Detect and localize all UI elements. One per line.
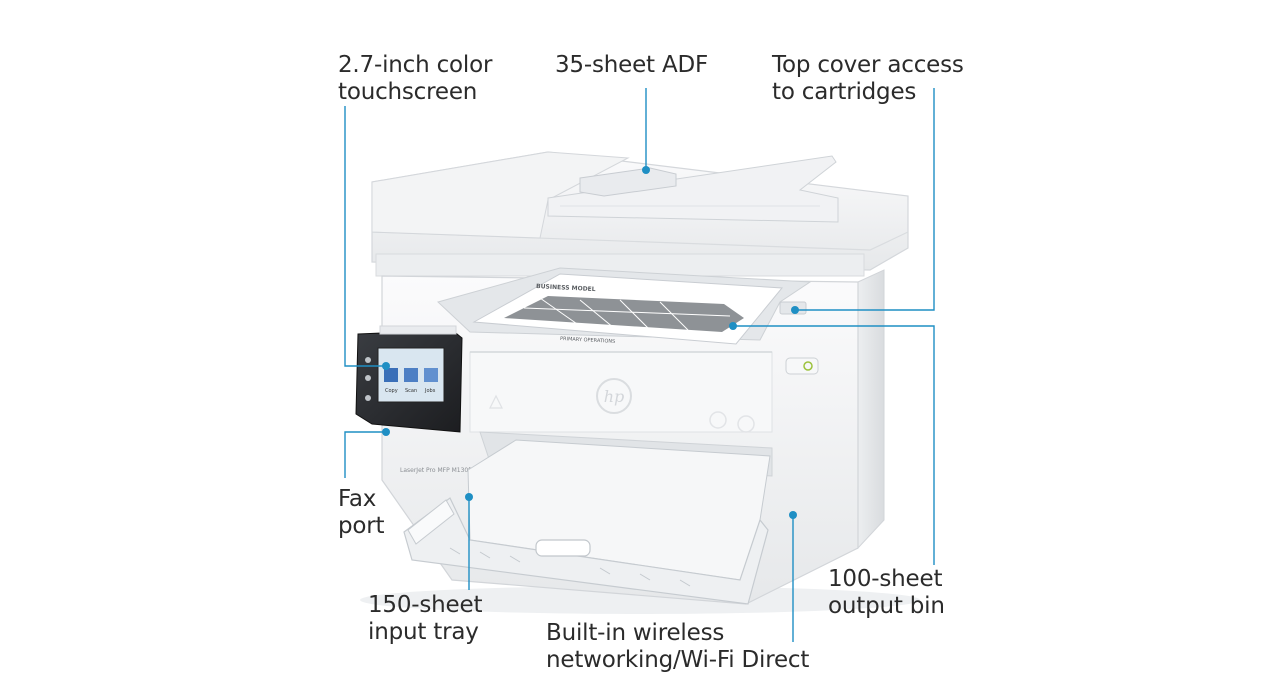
callout-top-cover-line2: to cartridges <box>772 79 917 105</box>
doc-title: BUSINESS MODEL <box>536 283 596 293</box>
touchscreen-label-scan: Scan <box>405 388 417 394</box>
power-icon <box>803 361 813 371</box>
printer-shadow <box>360 586 920 614</box>
dot-top-cover <box>791 306 799 314</box>
dot-input-tray <box>465 493 473 501</box>
hp-logo <box>596 378 632 414</box>
help-icon[interactable] <box>365 395 371 401</box>
callout-touchscreen: 2.7-inch color touchscreen <box>338 52 492 106</box>
callout-input-tray: 150-sheet input tray <box>368 592 482 646</box>
touchscreen-label-copy: Copy <box>385 388 398 394</box>
callout-fax-line1: Fax <box>338 486 377 512</box>
callout-top-cover: Top cover access to cartridges <box>772 52 964 106</box>
callout-fax-line2: port <box>338 513 385 539</box>
touchscreen-tile-1[interactable] <box>384 368 398 382</box>
panel-support-arm <box>379 325 457 335</box>
tray-side-guide[interactable] <box>407 499 455 545</box>
dot-output-bin <box>729 322 737 330</box>
dot-fax <box>382 428 390 436</box>
callout-input-tray-line1: 150-sheet <box>368 592 483 618</box>
callout-wireless-line1: Built-in wireless <box>546 620 725 646</box>
dot-touchscreen <box>382 362 390 370</box>
dot-adf <box>642 166 650 174</box>
callout-wireless-line2: networking/Wi-Fi Direct <box>546 647 810 673</box>
wireless-icon <box>709 411 727 429</box>
callout-wireless: Built-in wireless networking/Wi-Fi Direc… <box>546 620 809 674</box>
touchscreen-tile-3[interactable] <box>424 368 438 382</box>
callout-input-tray-line2: input tray <box>368 619 479 645</box>
model-label: LaserJet Pro MFP M130fw <box>400 467 475 474</box>
tray-handle[interactable] <box>535 539 591 557</box>
callout-touchscreen-line1: 2.7-inch color <box>338 52 493 78</box>
leader-fax <box>344 431 386 478</box>
doc-footer: PRIMARY OPERATIONS <box>560 336 616 345</box>
callout-output-bin-line2: output bin <box>828 593 945 619</box>
callout-top-cover-line1: Top cover access <box>772 52 964 78</box>
callout-fax: Fax port <box>338 486 385 540</box>
hp-logo-text: hp <box>604 387 625 406</box>
adf-paper-guide <box>579 167 677 197</box>
touchscreen-label-jobs: Jobs <box>424 388 436 394</box>
callout-touchscreen-line2: touchscreen <box>338 79 478 105</box>
leader-dots <box>382 166 799 519</box>
home-icon[interactable] <box>365 375 371 381</box>
leader-touchscreen <box>344 106 386 367</box>
callout-adf-line1: 35-sheet ADF <box>555 52 709 78</box>
callout-output-bin-line1: 100-sheet <box>828 566 943 592</box>
warning-icon <box>489 394 503 409</box>
callout-output-bin: 100-sheet output bin <box>828 566 945 620</box>
leader-top-cover <box>795 88 935 311</box>
leader-lines <box>344 88 935 642</box>
wifi-direct-icon <box>737 415 755 433</box>
leader-output-bin <box>733 325 935 565</box>
input-tray-base <box>403 497 769 605</box>
touchscreen-tile-2[interactable] <box>404 368 418 382</box>
back-icon[interactable] <box>365 357 371 363</box>
tray-ribs <box>449 547 691 587</box>
doc-grid <box>523 297 731 331</box>
printer-side-panel <box>857 269 885 550</box>
dot-wireless <box>789 511 797 519</box>
doc-arrow-shape <box>504 296 744 332</box>
callout-adf: 35-sheet ADF <box>555 52 708 79</box>
power-button[interactable] <box>785 357 819 375</box>
